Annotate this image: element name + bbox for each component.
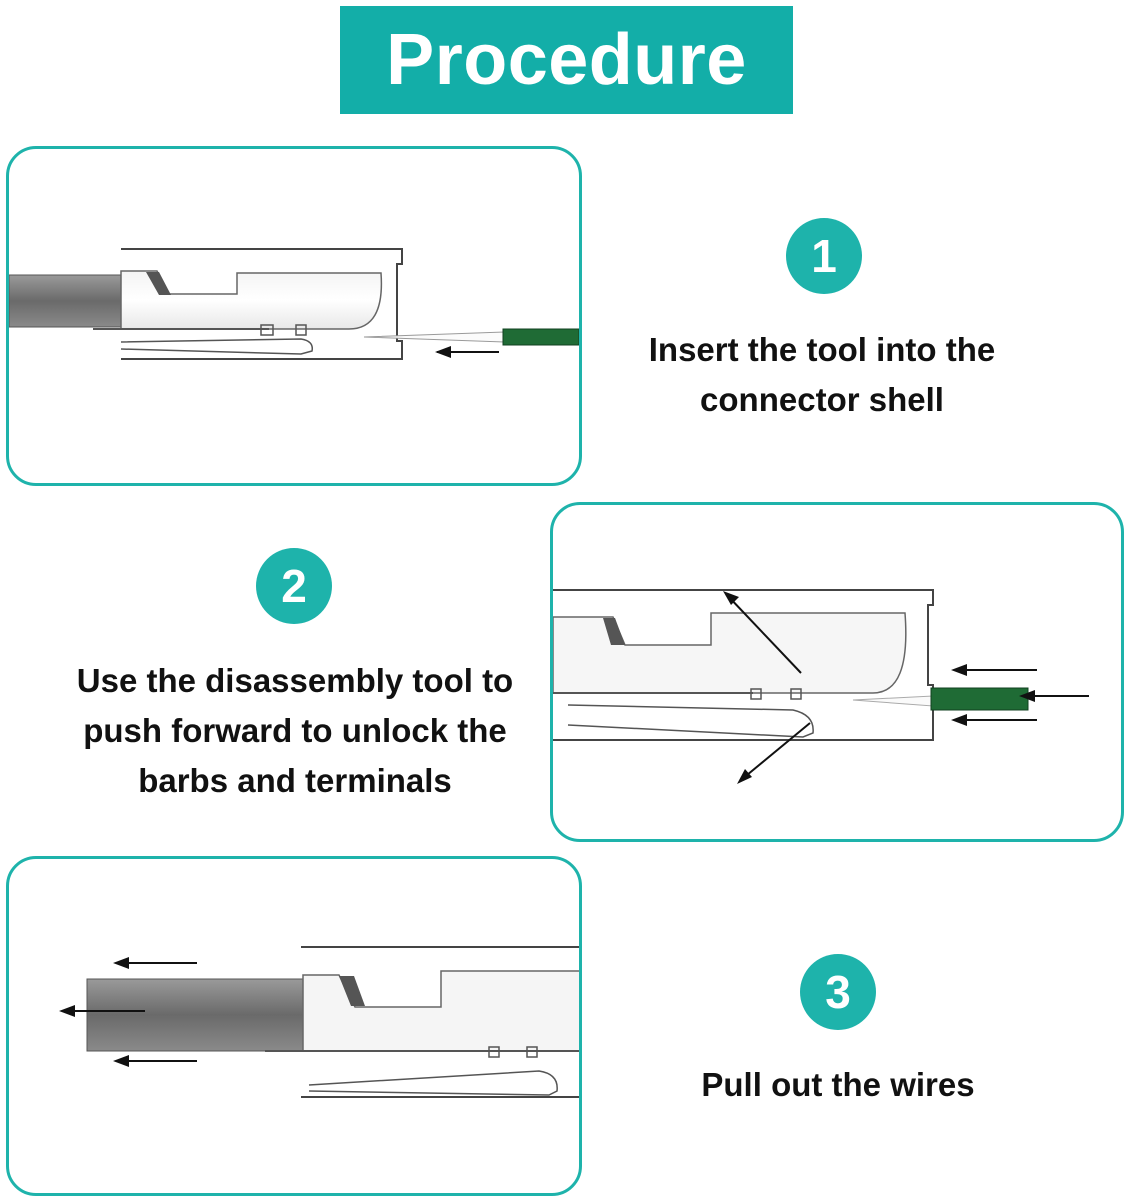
step-1-number-badge: 1 bbox=[786, 218, 862, 294]
step-2-illustration bbox=[550, 502, 1124, 842]
step-2-number-badge: 2 bbox=[256, 548, 332, 624]
step-3-description: Pull out the wires bbox=[701, 1066, 975, 1103]
page-title: Procedure bbox=[340, 6, 793, 114]
step-1-illustration bbox=[6, 146, 582, 486]
step-3-illustration bbox=[6, 856, 582, 1196]
step-3-number-badge: 3 bbox=[800, 954, 876, 1030]
connector-insert-diagram bbox=[9, 248, 579, 360]
step-1-description: Insert the tool into the connector shell bbox=[648, 331, 996, 418]
wire-pull-diagram bbox=[59, 946, 579, 1098]
step-2-description: Use the disassembly tool to push forward… bbox=[76, 662, 514, 799]
connector-unlock-diagram bbox=[553, 589, 1089, 784]
